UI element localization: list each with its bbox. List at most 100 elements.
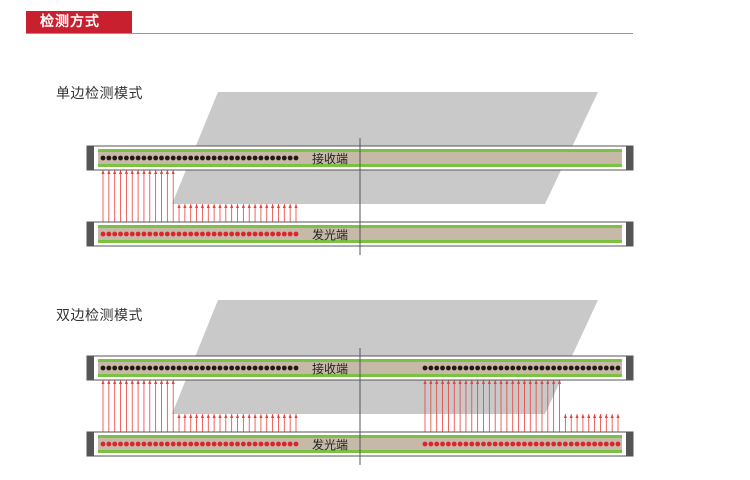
led-dot	[522, 441, 527, 447]
beam-arrow	[253, 204, 257, 208]
right-endcap	[626, 432, 633, 456]
led-dot	[106, 231, 112, 237]
receiver-dots	[100, 365, 621, 371]
beam-arrow	[511, 380, 515, 384]
led-dot	[516, 441, 521, 447]
beam-arrow	[159, 170, 164, 174]
led-dot	[159, 365, 164, 371]
led-dot	[270, 365, 276, 371]
beam-arrow	[154, 380, 158, 384]
led-dot	[159, 155, 164, 161]
beam-arrow	[235, 414, 240, 418]
led-dot	[170, 365, 176, 371]
led-dot	[568, 365, 574, 371]
beam-arrow	[200, 204, 205, 208]
led-dot	[100, 365, 106, 371]
right-endcap	[626, 222, 633, 246]
right-endcap	[626, 356, 633, 380]
led-dot	[205, 441, 211, 447]
beam-arrow	[528, 380, 532, 384]
led-dot	[240, 365, 246, 371]
beam-arrow	[194, 204, 199, 208]
led-dot	[422, 441, 428, 447]
beam-arrow	[288, 414, 292, 418]
beam-arrow	[276, 204, 281, 208]
beam-arrow	[142, 170, 146, 174]
led-dot	[188, 365, 194, 371]
led-dot	[153, 365, 159, 371]
led-dot	[223, 155, 229, 161]
led-dot	[498, 441, 504, 447]
led-dot	[123, 365, 129, 371]
led-dot	[170, 441, 176, 447]
led-dot	[586, 365, 592, 371]
led-dot	[217, 231, 223, 237]
led-dot	[264, 441, 270, 447]
led-dot	[123, 155, 129, 161]
beam-arrow	[294, 414, 298, 418]
led-dot	[153, 441, 159, 447]
beam-arrow	[194, 414, 199, 418]
led-dot	[159, 231, 164, 237]
beam-arrow	[452, 380, 456, 384]
led-dot	[510, 365, 516, 371]
led-dot	[217, 155, 223, 161]
led-dot	[176, 365, 182, 371]
led-dot	[229, 365, 235, 371]
led-dot	[129, 441, 135, 447]
led-dot	[264, 231, 270, 237]
led-dot	[539, 441, 545, 447]
beam-arrow	[581, 414, 585, 418]
beam-arrow	[230, 414, 234, 418]
led-dot	[258, 365, 264, 371]
led-dot	[281, 365, 287, 371]
led-dot	[258, 155, 264, 161]
receiver-label: 接收端	[312, 361, 348, 376]
beam-arrow	[259, 414, 263, 418]
led-dot	[276, 441, 281, 447]
beam-arrow	[598, 414, 603, 418]
led-dot	[223, 365, 229, 371]
beam-arrow	[241, 414, 245, 418]
led-dot	[194, 441, 199, 447]
led-dot	[281, 155, 287, 161]
led-dot	[235, 441, 240, 447]
led-dot	[112, 365, 118, 371]
beam-arrow	[294, 204, 298, 208]
led-dot	[211, 155, 217, 161]
led-dot	[194, 231, 199, 237]
led-dot	[135, 441, 141, 447]
beam-arrow	[189, 414, 193, 418]
led-dot	[235, 365, 240, 371]
beam-arrow	[148, 380, 152, 384]
led-dot	[609, 441, 615, 447]
beam-arrow	[247, 414, 251, 418]
led-dot	[200, 441, 205, 447]
led-dot	[147, 441, 153, 447]
led-dot	[451, 441, 457, 447]
beam-arrow	[130, 380, 134, 384]
led-dot	[469, 441, 475, 447]
led-dot	[147, 155, 153, 161]
led-dot	[287, 231, 293, 237]
header-divider	[26, 33, 633, 34]
beam-arrow	[118, 170, 123, 174]
beam-arrow	[440, 380, 445, 384]
led-dot	[252, 365, 258, 371]
led-dot	[562, 441, 568, 447]
beam-arrow	[136, 170, 140, 174]
led-dot	[603, 441, 609, 447]
led-dot	[252, 155, 258, 161]
emitter-dots	[100, 231, 299, 237]
led-dot	[141, 441, 147, 447]
left-endcap	[87, 146, 94, 170]
led-dot	[252, 231, 258, 237]
led-dot	[258, 231, 264, 237]
beam-arrow	[165, 170, 169, 174]
led-dot	[434, 365, 440, 371]
led-dot	[118, 231, 123, 237]
led-dot	[211, 231, 217, 237]
beam-arrow	[159, 380, 164, 384]
beam-arrow	[604, 414, 608, 418]
led-dot	[264, 365, 270, 371]
